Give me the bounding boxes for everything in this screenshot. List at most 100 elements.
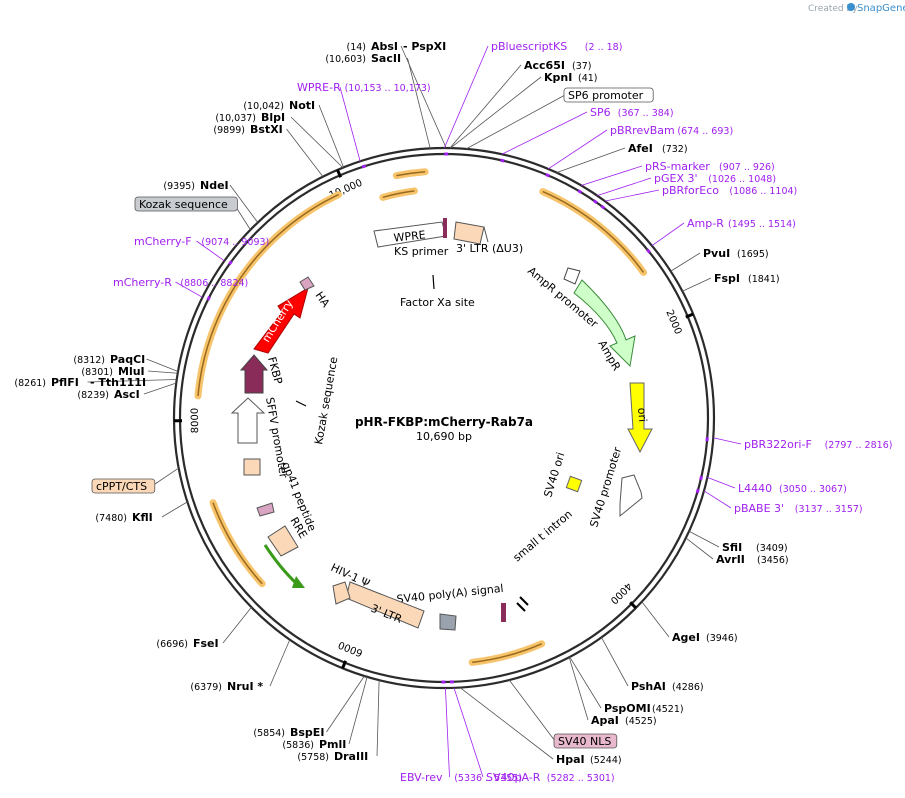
enzyme-label[interactable]: KflI bbox=[132, 511, 153, 524]
enzyme-label[interactable]: Acc65I bbox=[524, 59, 565, 72]
tick-label: 4000 bbox=[608, 580, 634, 606]
enzyme-label[interactable]: NruI * bbox=[227, 680, 263, 693]
ori-arrow[interactable] bbox=[627, 382, 653, 454]
enzyme-label[interactable]: AgeI bbox=[672, 631, 700, 644]
site-label[interactable]: cPPT/CTS bbox=[96, 480, 147, 493]
leader-line bbox=[707, 477, 736, 489]
enzyme-label[interactable]: AbsI bbox=[371, 40, 398, 53]
primer-label[interactable]: SP6 bbox=[590, 106, 611, 119]
enzyme-label[interactable]: PshAI bbox=[631, 680, 666, 693]
primer-label[interactable]: mCherry-F bbox=[134, 235, 192, 248]
feature-label-sv40-promoter: SV40 promoter bbox=[587, 445, 624, 529]
green-arrow[interactable] bbox=[263, 544, 299, 586]
enzyme-label[interactable]: SfiI bbox=[722, 541, 742, 554]
feature-arc[interactable] bbox=[396, 170, 426, 177]
feature-arc[interactable] bbox=[197, 193, 339, 396]
leader-line bbox=[703, 490, 732, 509]
snapgene-logo-icon bbox=[847, 3, 855, 11]
enzyme-label[interactable]: BlpI bbox=[261, 111, 285, 124]
primer-label[interactable]: WPRE-R bbox=[297, 81, 341, 94]
feature-label-3-ltr-du3: 3' LTR (ΔU3) bbox=[456, 242, 523, 255]
sv40-promoter-arrow[interactable] bbox=[619, 474, 643, 518]
enzyme-label[interactable]: AscI bbox=[114, 388, 140, 401]
enzyme-label[interactable]: PflFI bbox=[51, 376, 79, 389]
small-t-intron-mark[interactable] bbox=[519, 596, 529, 606]
enzyme-label[interactable]: BstXI bbox=[250, 123, 283, 136]
feature-arc[interactable] bbox=[382, 190, 415, 199]
site-label[interactable]: SP6 promoter bbox=[568, 89, 644, 102]
feature-wpre[interactable]: WPRE bbox=[373, 221, 447, 248]
enzyme-label[interactable]: HpaI bbox=[556, 753, 585, 766]
ampr-promoter-arrow[interactable] bbox=[563, 267, 581, 285]
primer-label[interactable]: mCherry-R bbox=[113, 276, 172, 289]
enzyme-label[interactable]: KpnI bbox=[544, 71, 572, 84]
primer-label[interactable]: pRS-marker bbox=[645, 160, 710, 173]
enzyme-label[interactable]: FseI bbox=[193, 637, 219, 650]
primer-label[interactable]: L4440 bbox=[738, 482, 772, 495]
enzyme-label[interactable]: PvuI bbox=[703, 247, 730, 260]
enzyme-label[interactable]: BspEI bbox=[290, 726, 324, 739]
sffv-small-box[interactable] bbox=[243, 458, 261, 476]
feature-label-fkbp: FKBP bbox=[265, 355, 285, 385]
leader-line bbox=[670, 252, 701, 272]
enzyme-label[interactable]: NdeI bbox=[200, 179, 229, 192]
feature-arc[interactable] bbox=[472, 643, 543, 664]
ampr-arrow[interactable] bbox=[573, 279, 636, 368]
leader-line bbox=[326, 675, 365, 733]
enzyme-label[interactable]: MluI bbox=[118, 365, 145, 378]
leader-line bbox=[269, 639, 291, 687]
enzyme-label[interactable]: PaqCI bbox=[110, 353, 145, 366]
primer-label[interactable]: pBluescriptKS bbox=[491, 40, 567, 53]
primer-label[interactable]: SV40pA-R bbox=[486, 771, 541, 784]
leader-line bbox=[450, 76, 542, 149]
site-label[interactable]: SV40 NLS bbox=[558, 735, 611, 748]
sffv-promoter-arrow[interactable] bbox=[230, 397, 266, 444]
fkbp-arrow[interactable] bbox=[239, 354, 269, 394]
enzyme-label[interactable]: PspOMI bbox=[604, 702, 651, 715]
primer-position: (907 .. 926) bbox=[719, 162, 775, 173]
gp41-peptide-box[interactable] bbox=[256, 502, 275, 517]
enzyme-label[interactable]: FspI bbox=[714, 272, 740, 285]
hiv1-psi-box[interactable] bbox=[332, 581, 351, 605]
leader-line bbox=[651, 222, 685, 247]
enzyme-label[interactable]: ApaI bbox=[591, 714, 619, 727]
enzyme-extra-label: - PspXI bbox=[403, 40, 446, 53]
enzyme-label[interactable]: NotI bbox=[289, 99, 315, 112]
feature-arc[interactable] bbox=[542, 190, 645, 273]
site-label[interactable]: Kozak sequence bbox=[139, 198, 228, 211]
feature-label-ha: HA bbox=[313, 289, 333, 310]
sv40-ori-box[interactable] bbox=[565, 475, 583, 493]
leader-line bbox=[466, 94, 566, 150]
primer-label[interactable]: pBRforEco bbox=[662, 184, 719, 197]
enzyme-label[interactable]: AfeI bbox=[628, 142, 653, 155]
3-ltr-box[interactable] bbox=[345, 581, 425, 629]
primer-label[interactable]: pBRrevBam bbox=[610, 124, 675, 137]
primer-label[interactable]: pGEX 3' bbox=[654, 172, 698, 185]
primer-position: (2797 .. 2816) bbox=[825, 440, 893, 451]
primer-label[interactable]: pBABE 3' bbox=[734, 502, 784, 515]
sv40-nls-marker bbox=[501, 603, 506, 622]
rre-box[interactable] bbox=[267, 525, 299, 557]
enzyme-position: (1695) bbox=[737, 249, 769, 260]
tick-mark bbox=[336, 169, 343, 178]
leader-line bbox=[318, 104, 345, 168]
enzyme-label[interactable]: AvrII bbox=[716, 553, 745, 566]
tick-mark bbox=[341, 660, 347, 669]
enzyme-label[interactable]: PmlI bbox=[319, 738, 346, 751]
primer-label[interactable]: pBR322ori-F bbox=[744, 438, 812, 451]
leader-line bbox=[568, 657, 589, 721]
feature-arc[interactable] bbox=[212, 502, 263, 585]
feature-label-sffv: SFFV promoter bbox=[263, 396, 290, 479]
enzyme-label[interactable]: SacII bbox=[371, 52, 401, 65]
enzyme-label[interactable]: DraIII bbox=[334, 750, 368, 763]
primer-label[interactable]: EBV-rev bbox=[400, 771, 443, 784]
primer-label[interactable]: Amp-R bbox=[687, 217, 724, 230]
enzyme-extra-label: - Tth111I bbox=[90, 376, 146, 389]
sv40-polya-box[interactable] bbox=[439, 613, 457, 631]
feature-label-sv40-ori: SV40 ori bbox=[541, 451, 567, 499]
ha-box[interactable] bbox=[299, 276, 315, 291]
mcherry-arrow[interactable] bbox=[253, 286, 309, 354]
enzyme-position: (7480) bbox=[95, 513, 127, 524]
feature-3-ltr-du3[interactable] bbox=[453, 221, 489, 245]
